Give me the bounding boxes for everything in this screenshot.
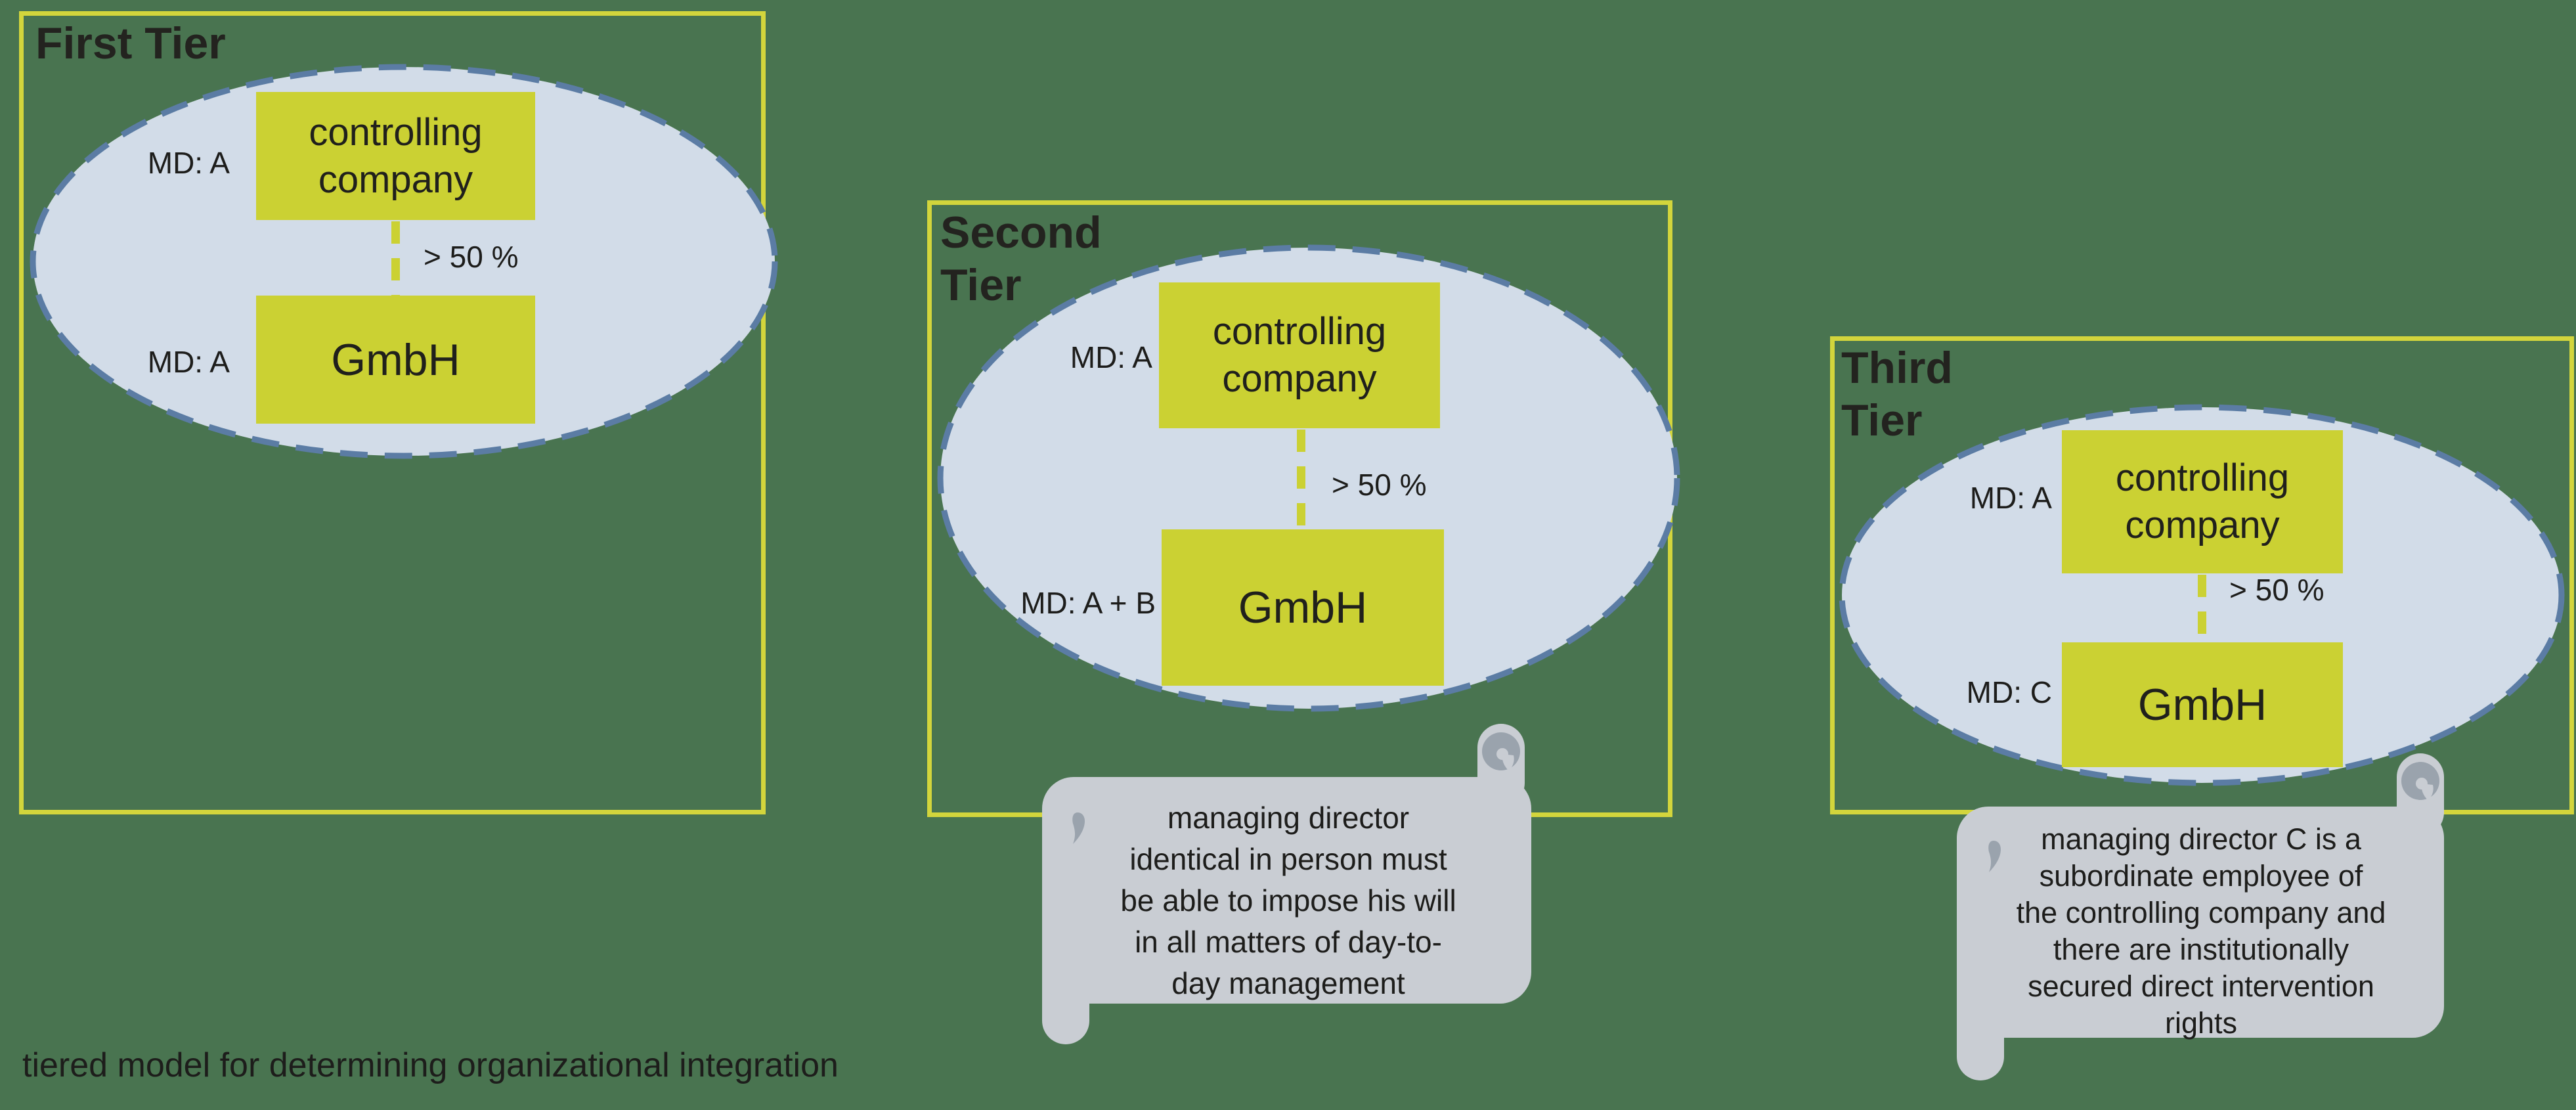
third-tier-md-top-label: MD: A — [1969, 481, 2052, 515]
second-tier-md-top-label: MD: A — [1070, 340, 1152, 374]
note-line: there are institutionally — [2053, 933, 2349, 966]
third-tier-ownership-connector — [2198, 575, 2206, 644]
third-tier-title: Third Tier — [1841, 343, 1953, 445]
note-line: day management — [1171, 966, 1405, 1000]
note-line: rights — [2164, 1006, 2238, 1040]
third-tier-controlling-company-node: controlling company — [2062, 430, 2343, 573]
second-tier-controlling-company-node: controlling company — [1159, 282, 1440, 428]
first-tier-panel — [19, 11, 766, 814]
note-line: secured direct intervention — [2028, 969, 2374, 1003]
second-tier-group-ellipse — [937, 244, 1680, 712]
first-tier-ownership-label: > 50 % — [424, 240, 519, 274]
first-tier-md-top-label: MD: A — [147, 146, 230, 180]
third-tier-ownership-label: > 50 % — [2229, 573, 2325, 607]
third-tier-gmbh-node: GmbH — [2062, 642, 2343, 767]
diagram-caption: tiered model for determining organizatio… — [22, 1046, 839, 1084]
third-tier-note-quote-mark — [1988, 841, 2001, 872]
second-tier-note-quote-mark — [1072, 812, 1085, 844]
second-tier-note-text: managing director identical in person mu… — [1085, 797, 1492, 1004]
second-tier-ownership-connector — [1297, 430, 1305, 531]
second-tier-md-bottom-label: MD: A + B — [1020, 586, 1156, 620]
third-tier-note-text: managing director C is a subordinate emp… — [1991, 821, 2411, 1042]
third-tier-md-bottom-label: MD: C — [1966, 675, 2052, 709]
first-tier-gmbh-node: GmbH — [256, 296, 535, 424]
third-tier-note — [1957, 807, 2444, 1038]
second-tier-ownership-label: > 50 % — [1332, 468, 1427, 502]
first-tier-title: First Tier — [35, 18, 226, 68]
note-line: managing director C is a — [2041, 822, 2361, 856]
note-line: managing director — [1167, 801, 1410, 835]
first-tier-ownership-connector — [391, 221, 400, 297]
note-line: be able to impose his will — [1120, 883, 1456, 918]
second-tier-title: Second Tier — [940, 208, 1102, 310]
note-line: identical in person must — [1129, 842, 1447, 876]
note-line: in all matters of day-to- — [1135, 925, 1442, 959]
note-line: subordinate employee of — [2039, 859, 2363, 893]
second-tier-note — [1042, 777, 1531, 1004]
first-tier-md-bottom-label: MD: A — [147, 345, 230, 379]
first-tier-group-ellipse — [30, 64, 778, 459]
second-tier-gmbh-node: GmbH — [1162, 529, 1444, 686]
first-tier-controlling-company-node: controlling company — [256, 92, 535, 220]
note-line: the controlling company and — [2016, 896, 2386, 929]
